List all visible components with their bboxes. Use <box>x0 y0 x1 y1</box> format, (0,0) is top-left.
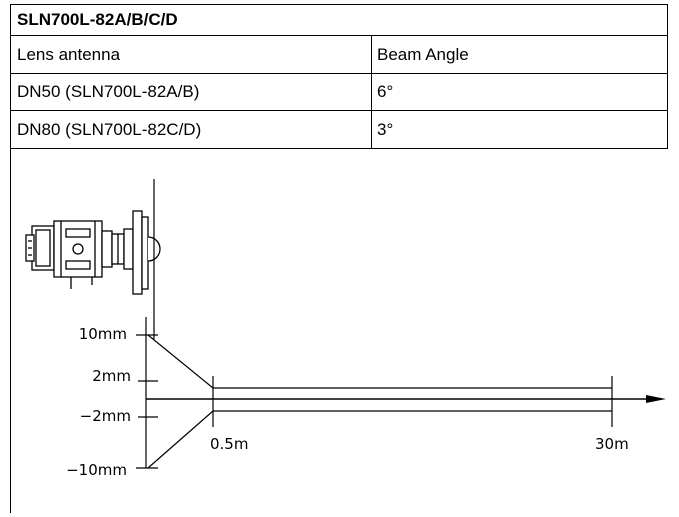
beam-diagram: 10mm 2mm −2mm −10mm 0.5m 30m <box>10 148 668 513</box>
y-label-neg-10mm: −10mm <box>66 461 127 479</box>
row-antenna: DN80 (SLN700L-82C/D) <box>17 119 202 139</box>
column-divider <box>371 74 372 110</box>
axis-arrow-icon <box>646 395 666 403</box>
spec-table: SLN700L-82A/B/C/D Lens antenna Beam Angl… <box>10 4 668 513</box>
radar-sensor-icon <box>25 210 161 295</box>
row-angle: 3° <box>377 119 394 139</box>
table-title: SLN700L-82A/B/C/D <box>17 10 178 29</box>
column-divider <box>371 36 372 73</box>
column-divider <box>371 111 372 148</box>
y-ticks <box>136 334 158 469</box>
x-label-0-5m: 0.5m <box>210 435 248 453</box>
row-angle: 6° <box>377 82 394 101</box>
table-row: DN50 (SLN700L-82A/B) 6° <box>10 73 668 110</box>
beam-angle-svg: 10mm 2mm −2mm −10mm 0.5m 30m <box>25 179 666 479</box>
header-row: Lens antenna Beam Angle <box>10 35 668 73</box>
table-row: DN80 (SLN700L-82C/D) 3° <box>10 110 668 148</box>
title-row: SLN700L-82A/B/C/D <box>10 4 668 35</box>
y-label-2mm: 2mm <box>92 367 131 385</box>
y-label-10mm: 10mm <box>79 325 127 343</box>
beam-lines <box>147 334 613 469</box>
header-beam-angle: Beam Angle <box>377 44 469 64</box>
x-label-30m: 30m <box>595 435 629 453</box>
row-antenna: DN50 (SLN700L-82A/B) <box>17 82 200 101</box>
y-label-neg-2mm: −2mm <box>80 407 131 425</box>
header-lens-antenna: Lens antenna <box>17 44 121 64</box>
